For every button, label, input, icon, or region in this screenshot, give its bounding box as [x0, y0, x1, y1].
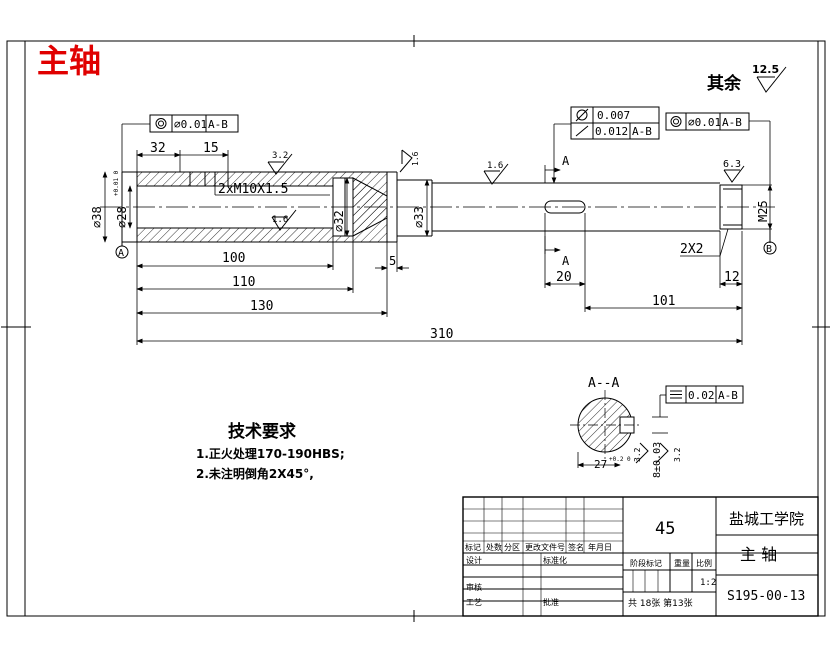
tech-req-item-1: 1.正火处理170-190HBS; — [196, 446, 345, 461]
dim-dia28-tol: +0.01 0 — [113, 170, 120, 196]
dim-dia32: ⌀32 — [332, 210, 346, 232]
title-block — [462, 496, 819, 617]
dimension-lines — [102, 120, 773, 345]
roughness-marks — [267, 149, 745, 464]
datum-a-label: A — [118, 248, 124, 259]
roughness-32-sec-b: 3.2 — [673, 447, 682, 462]
dimension-texts: 32 15 2xM10X1.5 100 110 130 310 5 20 101… — [90, 141, 770, 342]
roughness-32-sec-a: 3.2 — [633, 447, 642, 462]
datum-b-label: B — [766, 244, 772, 255]
tb-std: 标准化 — [543, 555, 567, 565]
tb-drawing-no: S195-00-13 — [727, 589, 805, 604]
datum-a: A — [115, 228, 129, 259]
surface-note-value: 12.5 — [752, 63, 779, 76]
tb-material: 45 — [655, 519, 675, 539]
sheet-border — [1, 35, 830, 622]
tol-right-value: ⌀0.01 — [688, 116, 721, 129]
surface-finish-note: 其余 12.5 — [707, 63, 787, 94]
datum-b: B — [763, 229, 777, 255]
roughness-values: 3.2 1.6 1.6 1.6 6.3 3.2 3.2 — [272, 151, 741, 462]
tb-sheets: 共 18张 第13张 — [628, 597, 693, 609]
roughness-icon-1 — [267, 153, 293, 175]
tb-stage-mark: 阶段标记 — [630, 558, 662, 568]
dim-m25: M25 — [756, 200, 770, 222]
tb-part-name: 主 轴 — [740, 545, 777, 564]
dim-dia38: ⌀38 — [90, 206, 104, 228]
roughness-16-right-top: 1.6 — [411, 151, 420, 166]
tb-design: 设计 — [466, 555, 482, 565]
roughness-icon-4 — [723, 165, 745, 183]
tol-right-datum: A-B — [722, 116, 742, 129]
dim-32: 32 — [150, 141, 166, 156]
shaft-main-view — [100, 171, 775, 243]
title-block-texts: 45 盐城工学院 主 轴 S195-00-13 1:2 共 18张 第13张 标… — [465, 510, 805, 609]
roughness-32-top: 3.2 — [272, 151, 288, 161]
drawing-title: 主轴 — [37, 42, 101, 80]
tol-section-datum: A-B — [718, 389, 738, 402]
tb-scale: 1:2 — [700, 578, 716, 588]
roughness-icon-7 — [655, 442, 669, 464]
tech-req-heading: 技术要求 — [228, 421, 296, 442]
dim-key-depth-tol: +0.2 0 — [609, 456, 631, 463]
tb-approve: 批准 — [543, 597, 559, 607]
tol-left-datum: A-B — [208, 118, 228, 131]
roughness-63: 6.3 — [723, 159, 741, 170]
roughness-icon-5 — [399, 149, 413, 173]
roughness-16-mid: 1.6 — [487, 161, 503, 171]
dim-130: 130 — [250, 299, 273, 314]
tech-req-item-2: 2.未注明倒角2X45°, — [196, 466, 314, 481]
tol-frame-mid — [570, 106, 660, 140]
section-view — [570, 390, 668, 468]
section-mark-top: A — [562, 154, 570, 168]
dim-310: 310 — [430, 327, 453, 342]
tb-label-sign: 签名 — [568, 542, 584, 552]
tb-label-date: 年月日 — [588, 542, 612, 552]
dim-key-width: 8±0.03 — [652, 442, 663, 478]
dim-101: 101 — [652, 294, 675, 309]
roughness-symbol-icon — [756, 66, 787, 93]
tol-mid-bottom-datum: A-B — [632, 125, 652, 138]
tol-section-value: 0.02 — [688, 389, 715, 402]
tol-left-value: ⌀0.01 — [174, 118, 207, 131]
tol-frame-left — [149, 114, 239, 133]
roughness-icon-6 — [635, 442, 649, 464]
surface-note-label: 其余 — [707, 73, 742, 94]
section-title: A--A — [588, 376, 619, 391]
roughness-16-inner: 1.6 — [272, 215, 288, 225]
dim-100: 100 — [222, 251, 245, 266]
tol-mid-top-value: 0.007 — [597, 109, 630, 122]
tb-scale-label: 比例 — [696, 558, 712, 568]
tol-frame-section — [665, 385, 744, 404]
dim-key-depth: 27 — [594, 458, 607, 471]
dim-20: 20 — [556, 270, 572, 285]
tol-frame-right — [665, 112, 750, 131]
tb-school: 盐城工学院 — [729, 510, 804, 528]
tb-weight: 重量 — [674, 558, 690, 568]
tb-label-change: 更改文件号 — [525, 542, 565, 552]
tb-label-mark: 标记 — [465, 542, 481, 552]
dim-5: 5 — [389, 254, 396, 268]
dim-12: 12 — [724, 270, 740, 285]
dim-dia28: ⌀28 — [115, 206, 129, 228]
tb-check: 审核 — [466, 582, 482, 592]
dim-110: 110 — [232, 275, 255, 290]
tol-mid-bottom-value: 0.012 — [595, 125, 628, 138]
roughness-icon-2 — [271, 209, 297, 231]
dim-15: 15 — [203, 141, 219, 156]
dim-thread: 2xM10X1.5 — [218, 182, 288, 197]
tb-process: 工艺 — [466, 598, 482, 607]
tb-label-zone: 分区 — [504, 543, 520, 552]
section-mark-bottom: A — [562, 254, 570, 268]
dim-chamfer: 2X2 — [680, 242, 703, 257]
dim-dia33: ⌀33 — [412, 206, 426, 228]
roughness-icon-3 — [483, 163, 509, 185]
tb-label-count: 处数 — [486, 542, 502, 552]
